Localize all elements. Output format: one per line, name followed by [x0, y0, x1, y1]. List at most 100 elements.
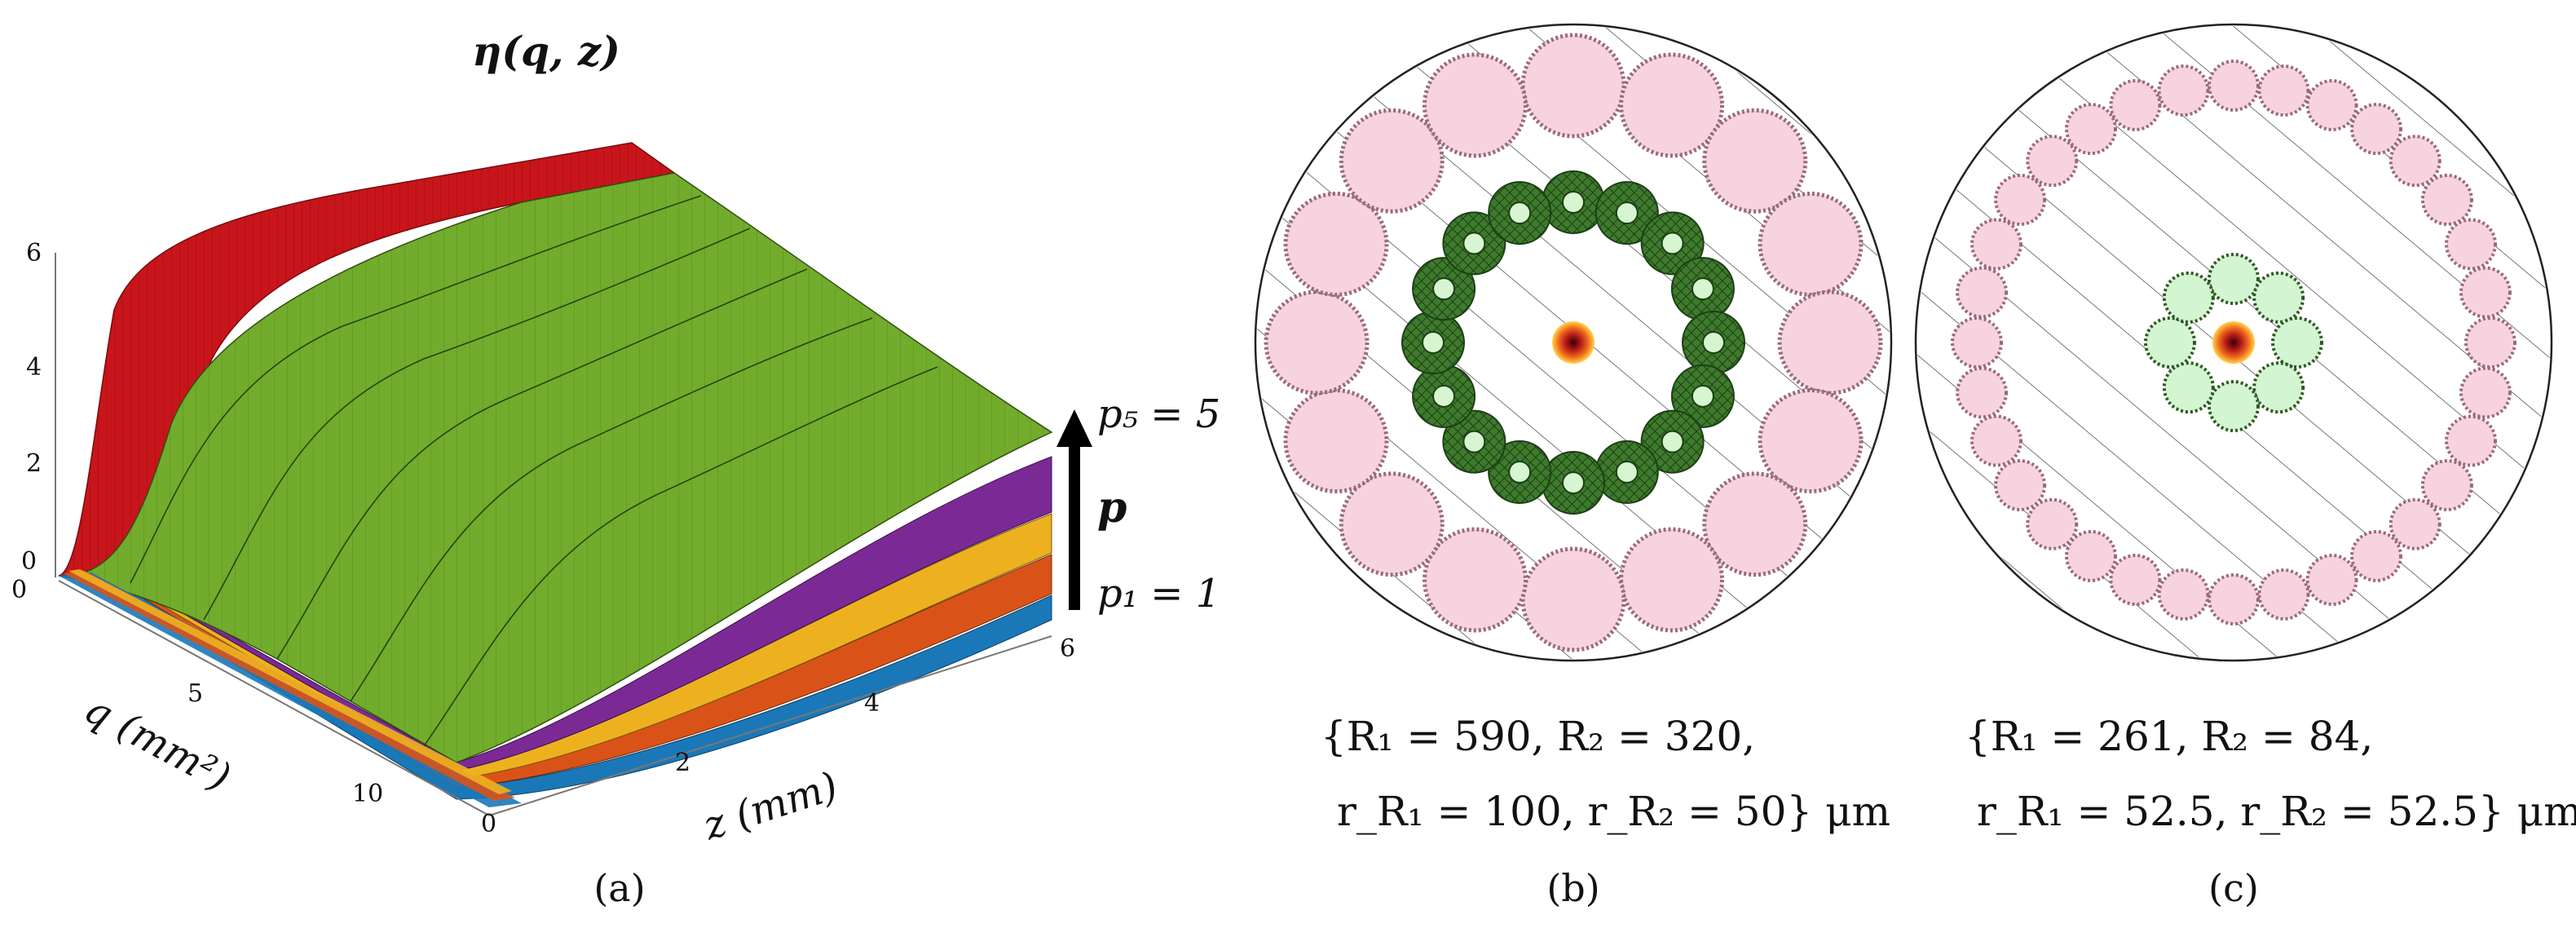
outer-rod [1520, 546, 1626, 652]
inner-rod-core [1661, 232, 1684, 255]
inner-rod-core [1691, 384, 1714, 408]
outer-ring-b [1264, 33, 1883, 652]
source-center-c [2212, 321, 2255, 364]
q-axis [58, 580, 490, 816]
surface-green-contours [130, 195, 938, 747]
q-tick-label: 10 [352, 780, 383, 808]
params-c-line2: r_R₁ = 52.5, r_R₂ = 52.5} μm [1977, 788, 2576, 835]
outer-rod [2459, 366, 2512, 419]
outer-rod [1619, 527, 1725, 633]
params-c-line1: {R₁ = 261, R₂ = 84, [1965, 713, 2373, 760]
q-tick-label: 5 [187, 679, 203, 708]
outer-rod [2420, 459, 2473, 512]
outer-rod [2350, 529, 2403, 582]
outer-rod [2026, 135, 2079, 188]
vertical-tick-label: 4 [26, 353, 42, 382]
vertical-tick-label: 6 [26, 239, 42, 267]
outer-rod [2389, 497, 2441, 550]
outer-rod [2420, 173, 2473, 226]
p-bottom-label: p₁ = 1 [1097, 571, 1220, 617]
surface-red-mesh [59, 143, 674, 579]
caption-c: (c) [2208, 866, 2259, 910]
outer-rod [1702, 108, 1808, 214]
inner-rod [2144, 316, 2196, 369]
inner-rod-core [1462, 232, 1486, 255]
outer-rod [1339, 108, 1445, 214]
inner-rod-core [1562, 191, 1585, 214]
outer-rod [2389, 135, 2441, 188]
outer-rod [1969, 218, 2022, 271]
outer-rod [1264, 290, 1370, 396]
outer-rod [2445, 218, 2498, 271]
outer-rod [2064, 103, 2117, 156]
inner-rod-core [1462, 430, 1486, 453]
outer-rod [2208, 573, 2260, 626]
inner-rod [2162, 361, 2215, 414]
inner-ring-c [2144, 253, 2323, 432]
outer-rod [1956, 266, 2009, 319]
params-b-line1: {R₁ = 590, R₂ = 320, [1321, 713, 1755, 760]
outer-rod [2109, 78, 2162, 131]
outer-rod [2157, 64, 2210, 117]
inner-rod [2252, 361, 2305, 414]
outer-rod [1969, 414, 2022, 467]
outer-rod [1339, 471, 1445, 577]
outer-rod [1994, 173, 2047, 226]
outer-rod [2257, 568, 2310, 621]
inner-rod-core [1432, 384, 1456, 408]
inner-rod-core [1615, 460, 1639, 484]
inner-rod [2252, 271, 2305, 324]
z-axis-title: z (mm) [697, 763, 843, 850]
outer-rod [2350, 103, 2403, 156]
vertical-tick-label: 0 [21, 547, 37, 576]
q-axis-title: q (mm²) [77, 686, 237, 800]
z-tick-label: 4 [864, 689, 880, 718]
outer-rod [1777, 290, 1883, 396]
caption-a: (a) [593, 866, 645, 910]
panel-b-cross-section: {R₁ = 590, R₂ = 320, r_R₁ = 100, r_R₂ = … [1254, 23, 1893, 910]
outer-rod [2464, 316, 2516, 369]
outer-rod [2208, 60, 2260, 112]
vertical-tick-label: 2 [26, 449, 42, 478]
surface-green-mesh [59, 173, 1052, 763]
inner-rod-core [1615, 201, 1639, 225]
z-tick-label: 2 [675, 749, 690, 777]
outer-rod [1956, 366, 2009, 419]
q-axis-strips [59, 569, 522, 807]
outer-rod [2305, 78, 2358, 131]
panel-a-surface-plot: η(q, z) 6 4 2 0 [11, 27, 1220, 910]
outer-rod [2305, 554, 2358, 607]
outer-rod [1520, 33, 1626, 139]
z-tick-label: 0 [481, 810, 496, 838]
outer-ring-c [1951, 60, 2516, 626]
outer-rod [2064, 529, 2117, 582]
outer-rod [2026, 497, 2079, 550]
inner-rod-core [1508, 201, 1532, 225]
outer-rod [2109, 554, 2162, 607]
outer-rod [1283, 191, 1389, 297]
p-arrow-head [1056, 409, 1092, 447]
inner-rod-core [1661, 430, 1684, 453]
outer-rod [2445, 414, 2498, 467]
outer-rod [1702, 471, 1808, 577]
inner-rod-core [1508, 460, 1532, 484]
outer-rod [1283, 388, 1389, 494]
inner-rod [2162, 271, 2215, 324]
outer-rod [1758, 388, 1864, 494]
p-top-label: p₅ = 5 [1097, 391, 1220, 437]
outer-rod [2459, 266, 2512, 319]
inner-ring-b [1401, 170, 1745, 515]
outer-rod [2257, 64, 2310, 117]
inner-rod [2271, 316, 2323, 369]
outer-rod [1758, 191, 1864, 297]
caption-b: (b) [1546, 866, 1599, 910]
z-tick-label: 6 [1060, 634, 1075, 663]
inner-rod-core [1562, 471, 1585, 494]
inner-rod [2208, 380, 2260, 432]
outer-rod [1619, 52, 1725, 158]
inner-rod-core [1702, 331, 1725, 354]
outer-rod [2157, 568, 2210, 621]
p-arrow-label: p [1097, 483, 1127, 533]
z-axis [488, 635, 1052, 816]
